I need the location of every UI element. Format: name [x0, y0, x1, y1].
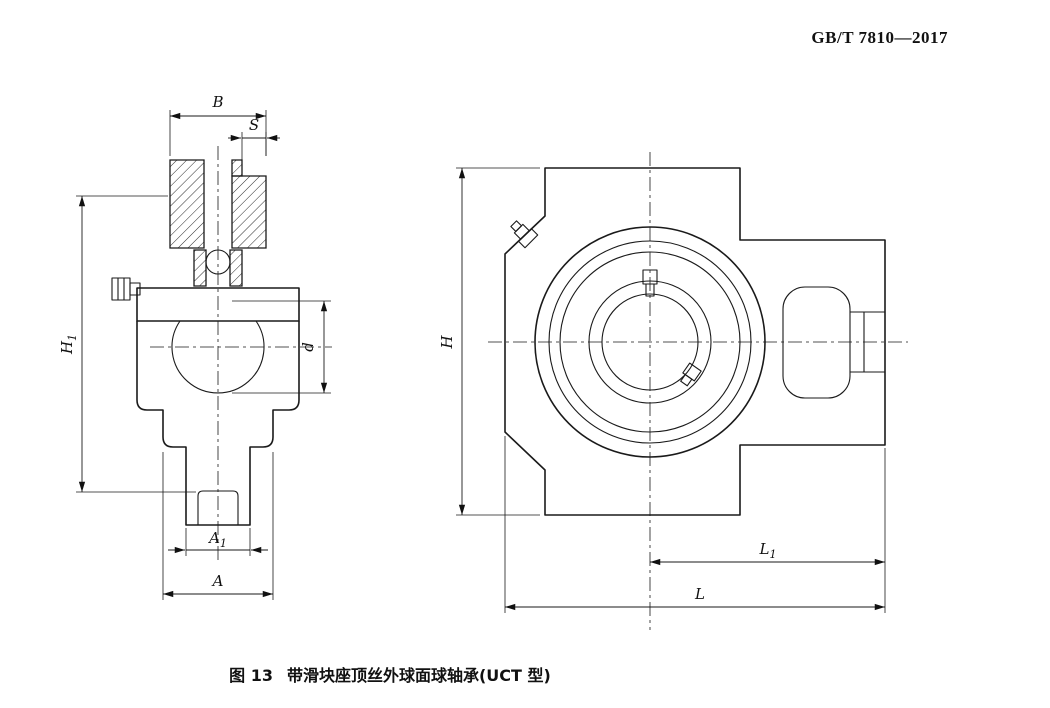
housing-boss-circle — [534, 226, 766, 458]
bore-circle — [601, 293, 699, 391]
dim-label-A1: A1 — [207, 529, 227, 550]
bearing-ball — [205, 249, 231, 275]
outer-ring-section-right — [231, 175, 267, 249]
grease-fitting — [510, 220, 539, 249]
dimension-B: B — [169, 93, 267, 156]
inner-ring-section-right — [229, 249, 243, 287]
dimension-H1: H1 — [58, 195, 196, 493]
dim-label-S: S — [249, 116, 259, 134]
locating-slot-rim — [231, 159, 243, 177]
dimension-A: A — [162, 452, 274, 600]
inner-ring-section-left — [193, 249, 207, 287]
set-screw-top — [642, 269, 658, 297]
set-screw-head — [111, 277, 131, 301]
takeup-housing-outline — [504, 167, 886, 516]
dim-label-H: H — [438, 335, 456, 350]
side-section-view: B S H1 d — [58, 93, 332, 600]
dimension-d: d — [232, 300, 331, 394]
dimension-S: S — [228, 116, 280, 172]
adjusting-slot — [782, 286, 885, 399]
dimension-L1: L1 — [650, 448, 886, 613]
dim-label-B: B — [211, 93, 223, 111]
outer-ring-section-left — [169, 159, 205, 249]
locking-collar — [136, 287, 300, 322]
dimension-L: L — [504, 436, 885, 613]
set-screw-lower-right — [680, 362, 702, 387]
takeup-slot — [197, 490, 239, 525]
dim-label-L: L — [694, 585, 705, 603]
figure-number: 图 13 — [229, 666, 273, 685]
set-screw-shank — [645, 283, 655, 297]
dimension-A1: A1 — [168, 528, 268, 556]
outer-ring-inner-circle — [559, 251, 741, 433]
outer-ring-circle — [548, 240, 752, 444]
takeup-slider-housing-outline — [136, 321, 300, 526]
dim-label-A: A — [211, 572, 224, 590]
dim-label-H1: H1 — [58, 334, 79, 355]
set-screw-shank — [129, 282, 141, 296]
standard-number-header: GB/T 7810—2017 — [811, 28, 948, 47]
set-screw-shank — [680, 374, 693, 387]
inner-ring-circle — [588, 280, 712, 404]
set-screw-side — [111, 277, 141, 301]
figure-caption: 图 13 带滑块座顶丝外球面球轴承(UCT 型) — [0, 662, 780, 686]
dim-label-d: d — [299, 342, 317, 352]
dimension-H: H — [438, 167, 540, 516]
dim-label-L1: L1 — [759, 540, 777, 561]
grease-fitting-cap — [510, 220, 523, 233]
figure-title: 带滑块座顶丝外球面球轴承(UCT 型) — [286, 666, 551, 685]
spherical-seat-arc — [171, 320, 265, 394]
front-view: H L1 L — [438, 152, 908, 630]
slot-rounded-opening — [782, 286, 851, 399]
